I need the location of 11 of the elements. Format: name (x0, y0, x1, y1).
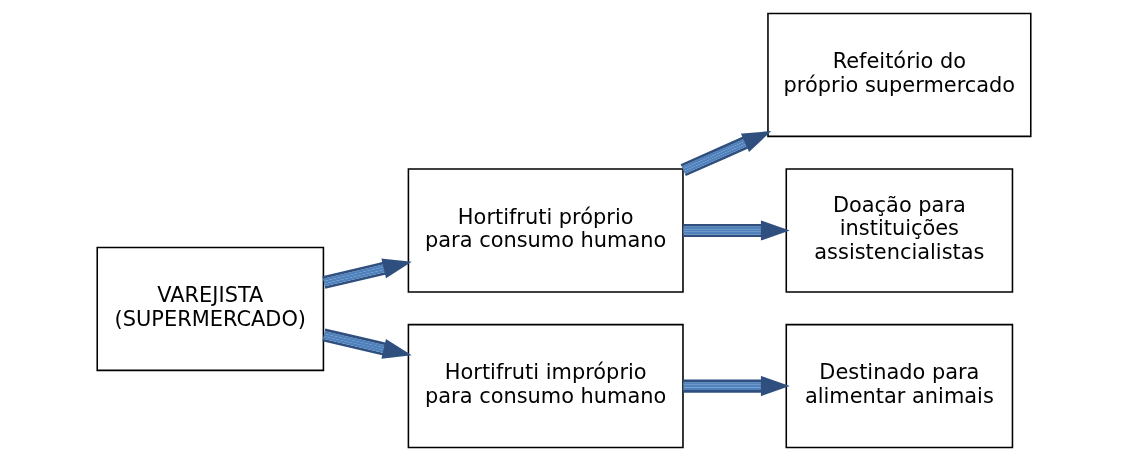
arrow (321, 328, 412, 359)
arrow (682, 376, 790, 397)
arrow (682, 220, 790, 241)
arrow (680, 131, 771, 177)
node-box: Hortifruti impróprio para consumo humano (407, 323, 684, 449)
node-box: VAREJISTA (SUPERMERCADO) (95, 246, 324, 372)
node-box: Refeitório do próprio supermercado (766, 12, 1032, 138)
node-box: Hortifruti próprio para consumo humano (407, 168, 684, 293)
node-box: Destinado para alimentar animais (785, 323, 1013, 449)
arrow (321, 258, 412, 289)
node-box: Doação para instituições assistencialistas (785, 168, 1013, 293)
